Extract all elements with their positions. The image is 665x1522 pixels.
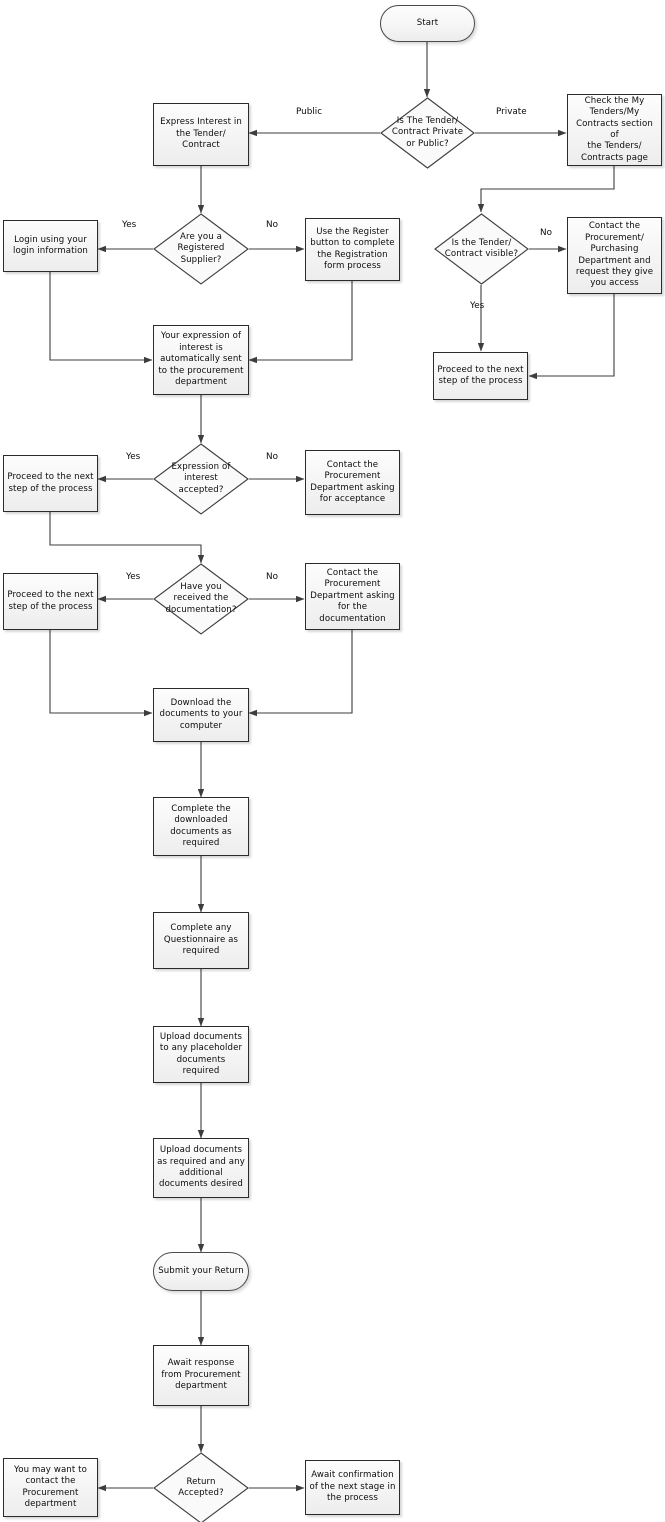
node-are-you-registered-supplier[interactable]: Are you a Registered Supplier? <box>153 213 249 285</box>
node-return-accepted[interactable]: Return Accepted? <box>153 1452 249 1522</box>
node-have-you-received-documentation-label: Have you received the documentation? <box>165 581 237 615</box>
diamond-shape-icon <box>153 1452 249 1522</box>
node-submit-your-return[interactable]: Submit your Return <box>153 1252 249 1291</box>
node-is-tender-visible[interactable]: Is the Tender/ Contract visible? <box>434 213 529 285</box>
node-complete-questionnaire[interactable]: Complete any Questionnaire as required <box>153 912 249 969</box>
edge-label-registered-yes: Yes <box>122 220 137 230</box>
node-contact-procurement-acceptance-label: Contact the Procurement Department askin… <box>310 459 395 504</box>
edge-label-docs-yes: Yes <box>126 572 141 582</box>
node-download-documents-label: Download the documents to your computer <box>159 697 243 731</box>
diamond-shape-icon <box>380 97 475 169</box>
node-you-may-want-to-contact-label: You may want to contact the Procurement … <box>14 1464 87 1509</box>
edge-label-eoi-yes: Yes <box>126 452 141 462</box>
node-await-response-label: Await response from Procurement departme… <box>161 1358 241 1392</box>
node-upload-additional-documents-label: Upload documents as required and any add… <box>157 1145 245 1190</box>
node-await-response[interactable]: Await response from Procurement departme… <box>153 1345 249 1406</box>
node-express-interest-label: Express Interest in the Tender/ Contract <box>160 117 242 151</box>
diamond-shape-icon <box>153 213 249 285</box>
node-proceed-next-step-eoi[interactable]: Proceed to the next step of the process <box>3 455 98 512</box>
node-await-confirmation-label: Await confirmation of the next stage in … <box>309 1470 396 1504</box>
diamond-shape-icon <box>434 213 529 285</box>
node-express-interest[interactable]: Express Interest in the Tender/ Contract <box>153 103 249 166</box>
node-use-register-button-label: Use the Register button to complete the … <box>310 226 395 271</box>
edge-label-public: Public <box>296 107 323 117</box>
node-submit-your-return-label: Submit your Return <box>158 1265 244 1276</box>
node-is-tender-private-or-public[interactable]: Is The Tender/ Contract Private or Publi… <box>380 97 475 169</box>
node-proceed-next-step-visible[interactable]: Proceed to the next step of the process <box>433 352 528 400</box>
node-is-tender-private-or-public-label: Is The Tender/ Contract Private or Publi… <box>391 115 464 149</box>
node-await-confirmation[interactable]: Await confirmation of the next stage in … <box>305 1460 400 1515</box>
node-login-using-information-label: Login using your login information <box>13 234 88 256</box>
edge-label-visible-yes: Yes <box>470 301 485 311</box>
node-proceed-next-step-eoi-label: Proceed to the next step of the process <box>7 472 94 494</box>
node-have-you-received-documentation[interactable]: Have you received the documentation? <box>153 563 249 635</box>
node-download-documents[interactable]: Download the documents to your computer <box>153 688 249 742</box>
node-upload-placeholder-documents-label: Upload documents to any placeholder docu… <box>159 1031 243 1076</box>
node-contact-purchasing-department[interactable]: Contact the Procurement/ Purchasing Depa… <box>567 217 662 294</box>
node-check-my-tenders-label: Check the My Tenders/My Contracts sectio… <box>576 95 653 163</box>
node-login-using-information[interactable]: Login using your login information <box>3 220 98 272</box>
node-upload-additional-documents[interactable]: Upload documents as required and any add… <box>153 1138 249 1198</box>
edge-label-visible-no: No <box>540 228 552 238</box>
node-start-label: Start <box>416 17 439 28</box>
diamond-shape-icon <box>153 443 249 515</box>
node-proceed-next-step-docs[interactable]: Proceed to the next step of the process <box>3 573 98 630</box>
node-start[interactable]: Start <box>380 5 475 42</box>
node-contact-procurement-acceptance[interactable]: Contact the Procurement Department askin… <box>305 450 400 515</box>
diamond-shape-icon <box>153 563 249 635</box>
node-contact-procurement-documentation[interactable]: Contact the Procurement Department askin… <box>305 563 400 630</box>
node-expression-of-interest-accepted-label: Expression of interest accepted? <box>171 461 231 495</box>
edge-label-private: Private <box>496 107 527 117</box>
node-use-register-button[interactable]: Use the Register button to complete the … <box>305 218 400 281</box>
edge-label-docs-no: No <box>266 572 278 582</box>
node-check-my-tenders[interactable]: Check the My Tenders/My Contracts sectio… <box>567 94 662 166</box>
node-expression-sent-automatically[interactable]: Your expression of interest is automatic… <box>153 325 249 395</box>
node-return-accepted-label: Return Accepted? <box>178 1476 224 1498</box>
node-complete-downloaded-documents-label: Complete the downloaded documents as req… <box>170 803 232 848</box>
node-expression-of-interest-accepted[interactable]: Expression of interest accepted? <box>153 443 249 515</box>
edge-label-eoi-no: No <box>266 452 278 462</box>
node-you-may-want-to-contact[interactable]: You may want to contact the Procurement … <box>3 1458 98 1517</box>
node-contact-purchasing-department-label: Contact the Procurement/ Purchasing Depa… <box>575 221 654 289</box>
node-expression-sent-automatically-label: Your expression of interest is automatic… <box>158 331 244 388</box>
node-proceed-next-step-visible-label: Proceed to the next step of the process <box>437 364 524 386</box>
node-is-tender-visible-label: Is the Tender/ Contract visible? <box>444 237 519 259</box>
node-complete-downloaded-documents[interactable]: Complete the downloaded documents as req… <box>153 797 249 856</box>
node-contact-procurement-documentation-label: Contact the Procurement Department askin… <box>310 567 395 624</box>
node-proceed-next-step-docs-label: Proceed to the next step of the process <box>7 590 94 612</box>
edge-label-registered-no: No <box>266 220 278 230</box>
node-upload-placeholder-documents[interactable]: Upload documents to any placeholder docu… <box>153 1026 249 1083</box>
node-are-you-registered-supplier-label: Are you a Registered Supplier? <box>177 231 225 265</box>
node-complete-questionnaire-label: Complete any Questionnaire as required <box>163 923 239 957</box>
